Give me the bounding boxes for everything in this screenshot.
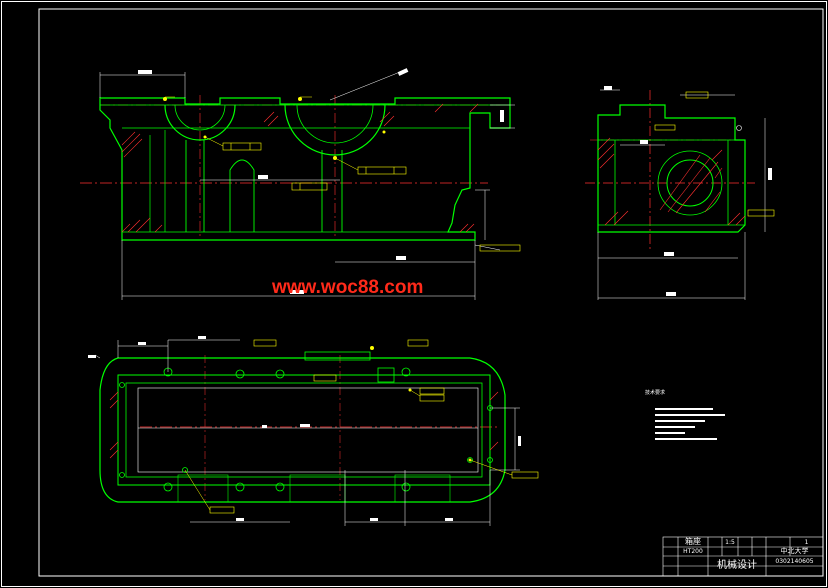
front-view bbox=[80, 68, 521, 300]
title-part-name: 箱座 bbox=[685, 537, 701, 546]
title-block-grid bbox=[662, 536, 824, 577]
technical-notes-heading: 技术要求 bbox=[645, 390, 666, 396]
title-student-id: 0302140605 bbox=[775, 558, 814, 565]
title-design-title: 机械设计 bbox=[717, 560, 757, 571]
technical-notes-lines bbox=[655, 408, 725, 440]
title-material: HT200 bbox=[683, 548, 703, 555]
inner-border bbox=[38, 8, 824, 577]
title-scale: 1:5 bbox=[725, 539, 735, 546]
top-view bbox=[88, 336, 539, 526]
watermark-text: www.woc88.com bbox=[272, 277, 424, 298]
title-school: 中北大学 bbox=[780, 547, 809, 555]
title-sheet: 1 bbox=[804, 539, 809, 546]
side-view bbox=[585, 86, 775, 300]
